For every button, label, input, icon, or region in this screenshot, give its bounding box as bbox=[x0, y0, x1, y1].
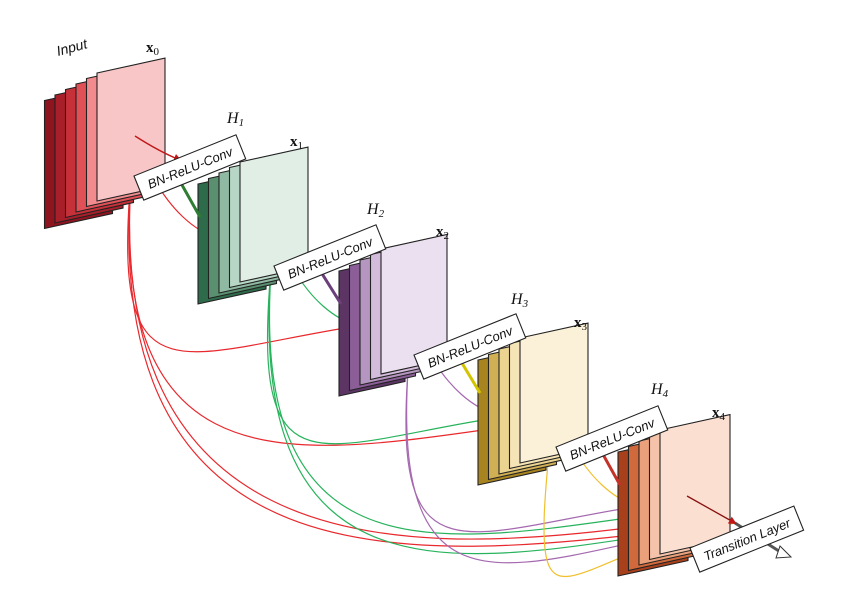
layer-box-3-frame bbox=[413, 313, 527, 380]
layer-box-2-frame bbox=[273, 224, 387, 291]
layer-box-1-frame bbox=[133, 134, 247, 201]
h2-label: H2 bbox=[366, 201, 385, 220]
transition-input-arrow bbox=[686, 495, 737, 524]
stage-4-stack bbox=[617, 413, 731, 577]
x0-label: x0 bbox=[146, 40, 160, 58]
h3-label: H3 bbox=[510, 291, 529, 310]
stage-1-stack bbox=[197, 146, 309, 305]
layer-box-4-frame bbox=[555, 405, 669, 472]
x2-label: x2 bbox=[436, 224, 449, 242]
dense-arc-0-to-5 bbox=[128, 135, 736, 547]
transition-layer-frame bbox=[689, 505, 805, 573]
x1-label: x1 bbox=[290, 134, 303, 152]
stage-3-stack bbox=[477, 322, 589, 486]
feature-map-stacks bbox=[43, 57, 731, 577]
input-label: Input bbox=[55, 35, 90, 59]
h4-label: H4 bbox=[650, 381, 669, 400]
output-arrow-head bbox=[775, 545, 793, 559]
dense-arc-1-to-4 bbox=[268, 227, 628, 535]
stage-2-stack bbox=[338, 233, 448, 397]
dense-arc-1-to-3 bbox=[266, 227, 484, 445]
diagram-labels: Input x0 x1 H1 x2 H2 x3 H3 x4 H4 bbox=[55, 35, 726, 423]
h1-label: H1 bbox=[226, 110, 244, 129]
x3-label: x3 bbox=[574, 315, 588, 333]
stage-0-stack bbox=[43, 57, 166, 230]
stage-4-feature-map-4 bbox=[659, 413, 731, 555]
dense-arc-0-to-2 bbox=[127, 135, 346, 353]
x4-label: x4 bbox=[712, 405, 726, 423]
dense-arc-0-to-4 bbox=[129, 135, 628, 540]
